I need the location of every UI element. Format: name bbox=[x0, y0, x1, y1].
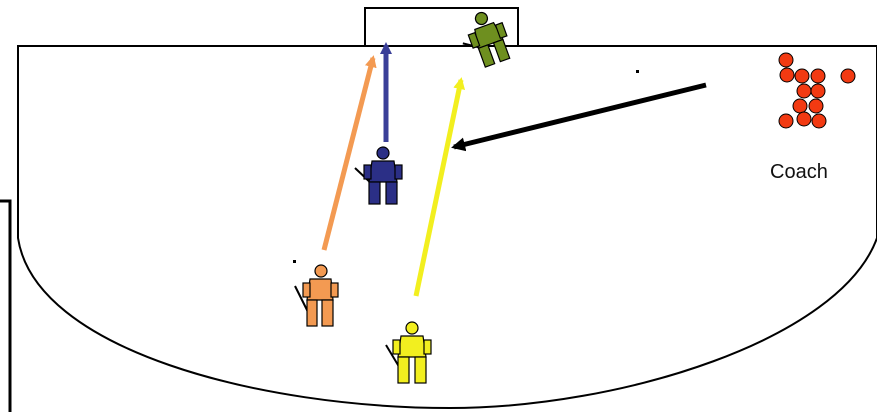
dot-marker bbox=[293, 260, 296, 263]
ball-icon bbox=[840, 68, 856, 84]
balls-pile bbox=[778, 52, 856, 129]
left-boards bbox=[0, 199, 12, 412]
ball-icon bbox=[779, 67, 795, 83]
ball-icon bbox=[808, 98, 824, 114]
coach-label: Coach bbox=[770, 161, 828, 183]
blue-player-icon bbox=[354, 146, 403, 205]
ball-icon bbox=[811, 113, 827, 129]
orange-player-icon bbox=[294, 264, 339, 327]
ball-icon bbox=[778, 52, 794, 68]
ball-icon bbox=[794, 68, 810, 84]
dot-marker bbox=[636, 70, 639, 73]
ball-icon bbox=[810, 83, 826, 99]
ball-icon bbox=[796, 83, 812, 99]
black-arrow bbox=[451, 82, 707, 152]
ball-icon bbox=[810, 68, 826, 84]
ball-icon bbox=[778, 113, 794, 129]
ball-icon bbox=[792, 98, 808, 114]
goal-net bbox=[364, 7, 519, 46]
yellow-arrow bbox=[413, 77, 466, 297]
yellow-player-icon bbox=[385, 321, 432, 384]
rink-outline bbox=[17, 45, 877, 410]
ball-icon bbox=[796, 111, 812, 127]
green-goalkeeper-icon bbox=[462, 11, 511, 68]
orange-arrow bbox=[321, 55, 377, 251]
